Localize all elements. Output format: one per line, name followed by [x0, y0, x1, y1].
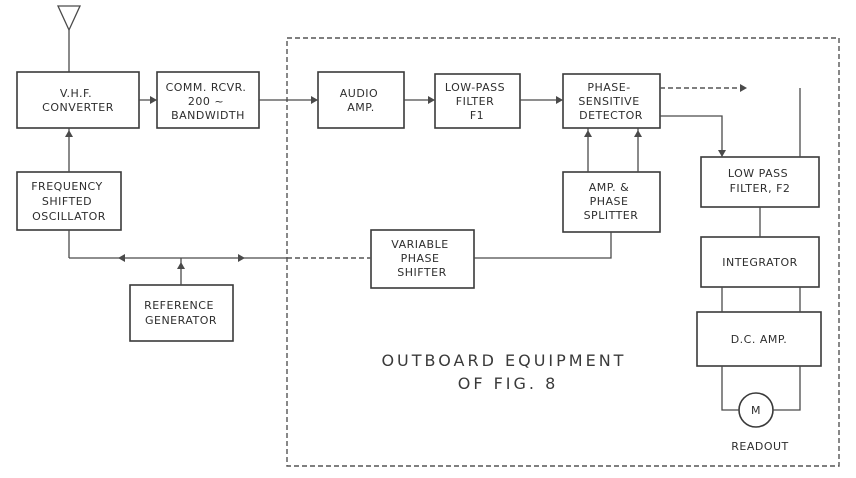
- vhf-converter-label: V.H.F. CONVERTER: [42, 87, 114, 114]
- audio-amp-label: AUDIO AMP.: [340, 87, 382, 114]
- low-pass-f1-label: LOW-PASS FILTER F1: [445, 81, 509, 122]
- audio-amp-box: [317, 71, 405, 129]
- comm-rcvr-label: COMM. RCVR. 200 ~ BANDWIDTH: [166, 81, 251, 122]
- phase-detector-label: PHASE- SENSITIVE DETECTOR: [578, 81, 643, 122]
- outboard-boundary: [286, 37, 840, 467]
- freq-osc-label: FREQUENCY SHIFTED OSCILLATOR: [31, 180, 107, 223]
- readout-label: READOUT: [731, 440, 789, 453]
- phase-detector-box: [562, 73, 661, 129]
- reference-gen-label: REFERENCE GENERATOR: [144, 299, 218, 327]
- reference-gen-box: [129, 284, 234, 342]
- signal-wires: [65, 84, 801, 411]
- low-pass-f1-box: [434, 73, 521, 129]
- low-pass-f2-label: LOW PASS FILTER, F2: [728, 167, 792, 195]
- variable-shifter-label: VARIABLE PHASE SHIFTER: [391, 238, 452, 279]
- dc-amp-box: [696, 311, 822, 367]
- variable-shifter-box: [370, 229, 475, 289]
- outboard-caption: OUTBOARD EQUIPMENT OF FIG. 8: [381, 351, 634, 393]
- antenna-icon: [56, 5, 82, 72]
- integrator-label: INTEGRATOR: [722, 256, 798, 269]
- dc-amp-label: D.C. AMP.: [731, 333, 788, 346]
- vhf-converter-box: [16, 71, 140, 129]
- meter-symbol: M: [751, 404, 761, 417]
- amp-splitter-label: AMP. & PHASE SPLITTER: [584, 181, 639, 222]
